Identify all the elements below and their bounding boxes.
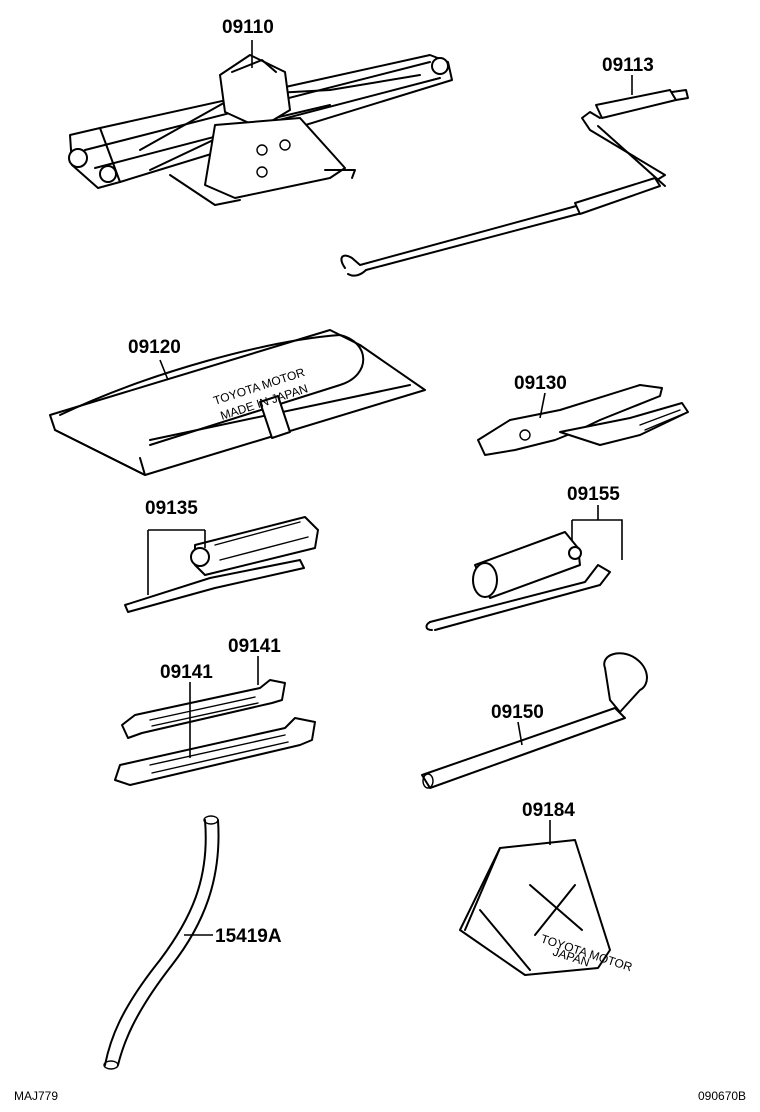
plug-wrench: [425, 531, 611, 631]
label-screwdriver: 09135: [145, 498, 198, 519]
tool-bag: TOYOTA MOTOR MADE IN JAPAN: [49, 329, 426, 476]
leader-lines: [147, 40, 633, 936]
label-wheel-chock: 09184: [522, 800, 575, 821]
label-plug-wrench: 09155: [567, 484, 620, 505]
scissor-jack: [68, 54, 453, 206]
label-hose: 15419A: [215, 926, 282, 947]
label-wrench-large: 09141: [160, 662, 213, 683]
label-pliers: 09130: [514, 373, 567, 394]
label-tool-bag: 09120: [128, 337, 181, 358]
wrench-large: [114, 717, 316, 786]
pliers: [477, 384, 689, 456]
hose: [103, 815, 220, 1070]
wheel-nut-wrench: [421, 652, 648, 789]
footer-right-code: 090670B: [698, 1089, 746, 1103]
label-wrench-small: 09141: [228, 636, 281, 657]
label-wheel-nut-wrench: 09150: [491, 702, 544, 723]
label-jack: 09110: [222, 17, 274, 38]
wrench-small: [121, 679, 286, 739]
footer-left-code: MAJ779: [14, 1089, 58, 1103]
screwdriver: [124, 516, 319, 613]
jack-handle: [340, 89, 689, 277]
label-jack-handle: 09113: [602, 55, 654, 76]
wheel-chock: TOYOTA MOTOR JAPAN: [459, 839, 634, 976]
